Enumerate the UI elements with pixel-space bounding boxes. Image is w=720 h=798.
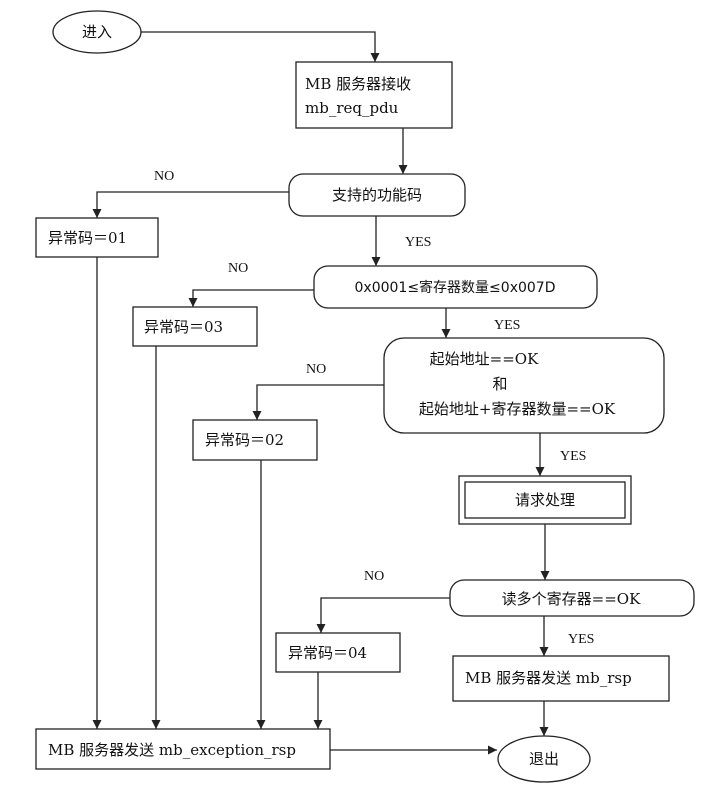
label-no-addr: NO [306, 362, 326, 377]
node-exc03-label: 异常码＝03 [144, 318, 223, 336]
node-enter: 进入 [52, 10, 142, 54]
node-exc03: 异常码＝03 [132, 306, 258, 347]
node-send-rsp-label: MB 服务器发送 mb_rsp [465, 669, 632, 687]
label-no-read: NO [364, 569, 384, 584]
node-exc04: 异常码＝04 [275, 632, 401, 673]
node-process-label: 请求处理 [515, 491, 575, 509]
node-receive-label-2: mb_req_pdu [305, 99, 399, 117]
node-qty-check-label: 0x0001≤寄存器数量≤0x007D [355, 279, 556, 296]
label-yes-qty: YES [494, 318, 520, 333]
node-exc01-label: 异常码＝01 [48, 229, 127, 247]
node-exit-label: 退出 [529, 750, 559, 768]
node-read-ok: 读多个寄存器==OK [449, 579, 695, 617]
edge-read-no-to-exc04 [316, 597, 450, 633]
node-exc01: 异常码＝01 [35, 217, 159, 258]
node-read-ok-label: 读多个寄存器==OK [502, 590, 641, 608]
node-supported-fc: 支持的功能码 [288, 173, 466, 217]
node-exit: 退出 [497, 735, 591, 783]
node-exc02-label: 异常码＝02 [205, 431, 284, 449]
label-yes-fc: YES [405, 235, 431, 250]
node-addr-check-label-2: 和 [492, 375, 507, 393]
node-addr-check: 起始地址==OK 和 起始地址+寄存器数量==OK [383, 337, 665, 434]
node-addr-check-label-1: 起始地址==OK [430, 350, 539, 368]
edge-fc-no-to-exc01 [92, 191, 289, 218]
node-exc02: 异常码＝02 [192, 419, 318, 461]
label-no-qty: NO [228, 261, 248, 276]
node-send-rsp: MB 服务器发送 mb_rsp [452, 655, 670, 702]
node-supported-fc-label: 支持的功能码 [332, 186, 422, 204]
node-process: 请求处理 [458, 475, 632, 525]
edge-addr-no-to-exc02 [252, 384, 384, 420]
node-receive-label-1: MB 服务器接收 [305, 75, 411, 93]
node-exc04-label: 异常码＝04 [288, 644, 367, 662]
node-enter-label: 进入 [82, 23, 112, 41]
label-no-fc: NO [154, 169, 174, 184]
node-addr-check-label-3: 起始地址+寄存器数量==OK [419, 400, 616, 418]
edge-enter-to-receive [141, 31, 380, 62]
node-send-exc-label: MB 服务器发送 mb_exception_rsp [48, 741, 296, 759]
node-send-exc: MB 服务器发送 mb_exception_rsp [35, 728, 331, 770]
label-yes-read: YES [568, 632, 594, 647]
node-qty-check: 0x0001≤寄存器数量≤0x007D [313, 265, 598, 309]
edge-qty-no-to-exc03 [188, 289, 314, 307]
label-yes-addr: YES [560, 449, 586, 464]
node-receive: MB 服务器接收 mb_req_pdu [295, 61, 453, 129]
